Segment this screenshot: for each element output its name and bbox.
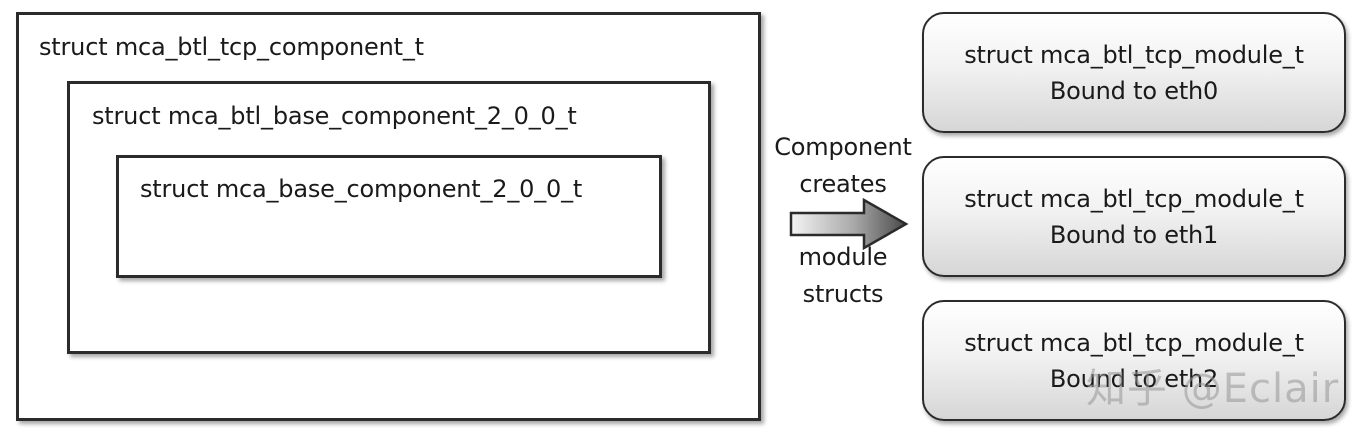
- arrow-caption-line: creates: [799, 170, 887, 198]
- arrow-caption-line: structs: [802, 280, 884, 308]
- module-binding: Bound to eth2: [1049, 364, 1219, 393]
- tcp-module-eth2-box: struct mca_btl_tcp_module_t Bound to eth…: [922, 300, 1346, 421]
- component-struct-label: struct mca_btl_tcp_component_t: [39, 33, 424, 61]
- arrow-caption-line: Component: [774, 133, 912, 161]
- module-binding: Bound to eth0: [1049, 76, 1219, 105]
- right-arrow-icon: [789, 197, 909, 251]
- module-title: struct mca_btl_tcp_module_t: [964, 40, 1304, 69]
- tcp-module-eth0-box: struct mca_btl_tcp_module_t Bound to eth…: [922, 12, 1346, 133]
- watermark: 知乎 @Eclair: [1086, 366, 1340, 412]
- base-component-label: struct mca_base_component_2_0_0_t: [140, 175, 583, 203]
- base-component-box: struct mca_base_component_2_0_0_t: [116, 155, 662, 278]
- module-title: struct mca_btl_tcp_module_t: [964, 184, 1304, 213]
- module-title: struct mca_btl_tcp_module_t: [964, 328, 1304, 357]
- arrow-caption-line: module: [798, 243, 888, 271]
- btl-base-component-label: struct mca_btl_base_component_2_0_0_t: [92, 102, 577, 130]
- tcp-module-eth1-box: struct mca_btl_tcp_module_t Bound to eth…: [922, 156, 1346, 277]
- module-binding: Bound to eth1: [1049, 220, 1219, 249]
